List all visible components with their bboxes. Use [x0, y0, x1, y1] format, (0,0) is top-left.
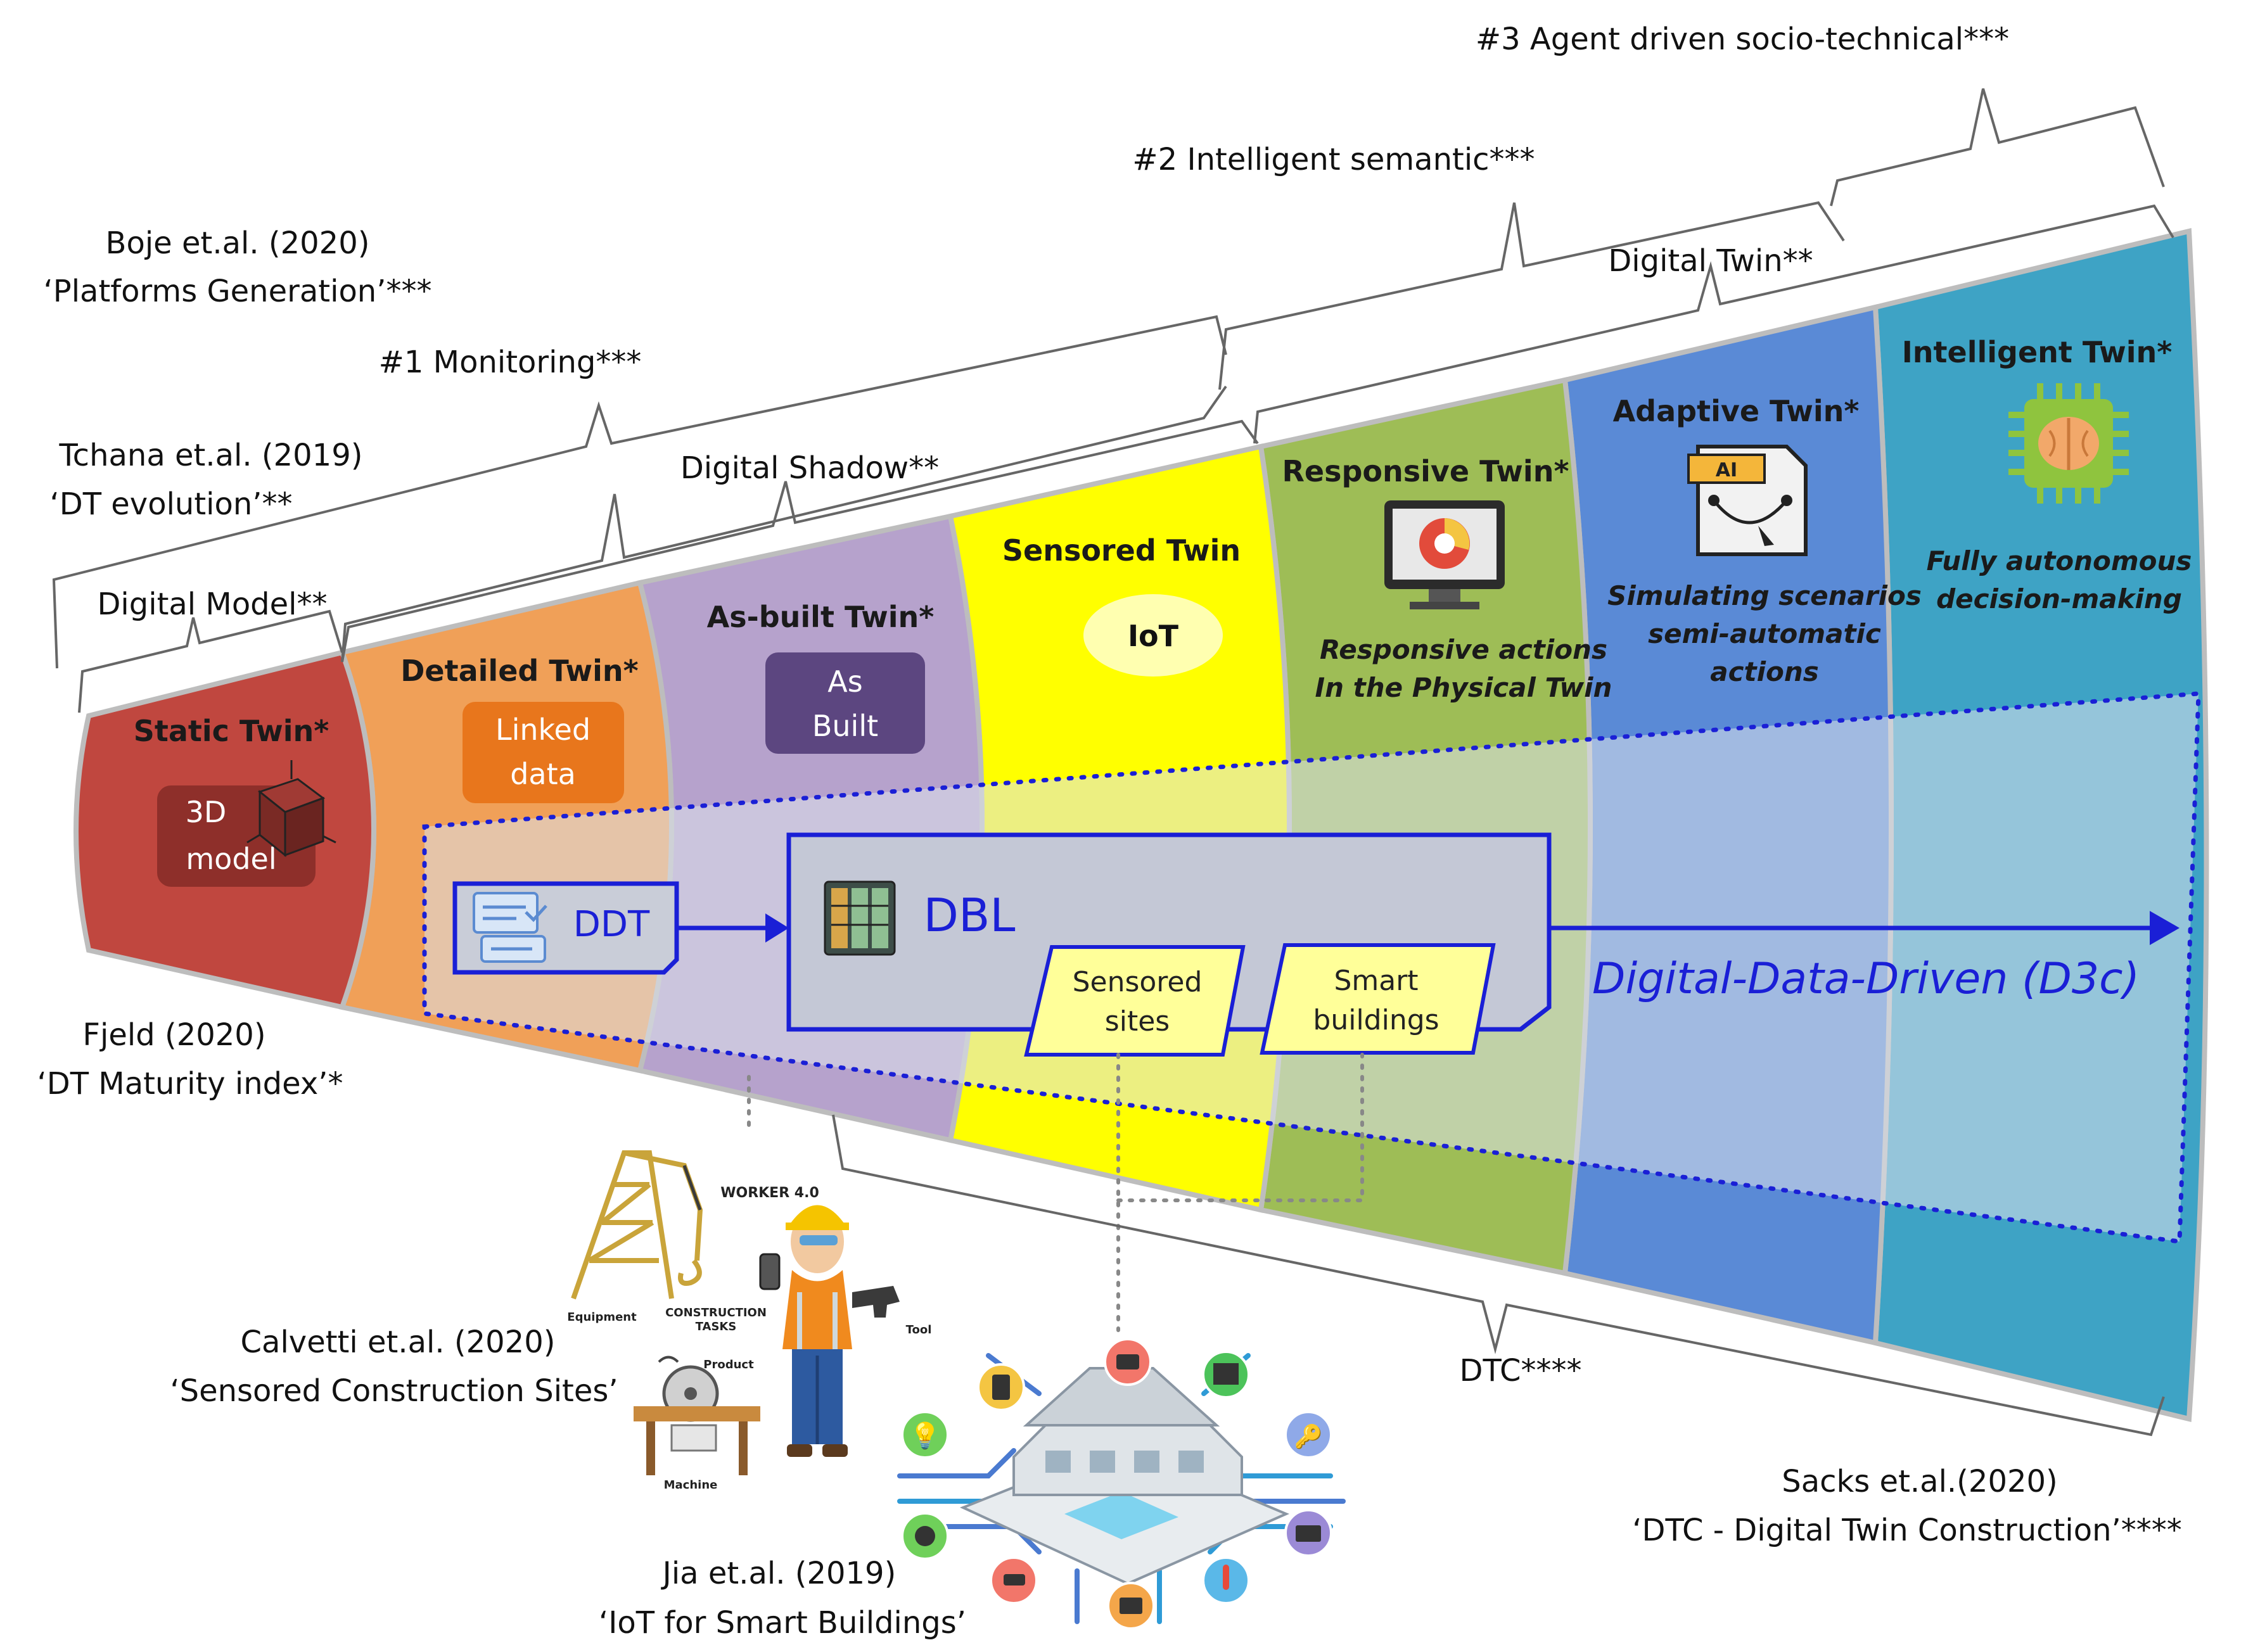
- equipment-label: Equipment: [567, 1311, 637, 1324]
- lightbulb-icon: [901, 1411, 949, 1459]
- sensored-sites-line1: Sensored: [1073, 966, 1203, 998]
- stage-title-sensored: Sensored Twin: [1002, 533, 1241, 568]
- brace-agent-driven: [1830, 88, 2165, 206]
- smart-buildings-box: Smart buildings: [1260, 943, 1496, 1055]
- ref-jia-line1: Jia et.al. (2019): [661, 1556, 897, 1591]
- server-rack-icon: [824, 880, 896, 956]
- stage-title-responsive: Responsive Twin*: [1282, 454, 1569, 488]
- label-dtc: DTC****: [1460, 1353, 1582, 1388]
- as-built-line1: As: [827, 664, 862, 699]
- construction-site-illustration: Equipment WORKER 4.0 CONSTRUCTION TASKS …: [567, 1150, 932, 1492]
- arrow-d3c-head: [2150, 911, 2180, 945]
- ai-tag-label: AI: [1716, 459, 1737, 481]
- crane-icon: [571, 1150, 703, 1300]
- machine-saw-icon: [634, 1356, 760, 1475]
- smart-buildings-line2: buildings: [1313, 1004, 1439, 1036]
- adaptive-desc-line1: Simulating scenarios: [1607, 580, 1922, 611]
- brace-dtc: [832, 1114, 2165, 1437]
- ref-fjeld-line1: Fjeld (2020): [82, 1017, 265, 1053]
- label-intelligent-semantic: #2 Intelligent semantic***: [1132, 142, 1535, 177]
- smart-building-illustration: 💡 🔑: [897, 1338, 1346, 1630]
- ddt-label: DDT: [573, 904, 650, 945]
- svg-text:💡: 💡: [909, 1421, 941, 1451]
- stage-title-as-built: As-built Twin*: [707, 600, 935, 634]
- worker-label: WORKER 4.0: [720, 1185, 819, 1201]
- ref-jia-line2: ‘IoT for Smart Buildings’: [599, 1605, 966, 1641]
- label-digital-twin: Digital Twin**: [1608, 243, 1813, 279]
- ref-boje-line1: Boje et.al. (2020): [106, 226, 370, 261]
- linked-data-line2: data: [510, 757, 576, 791]
- ref-fjeld-line2: ‘DT Maturity index’*: [37, 1066, 343, 1102]
- static-box-line2: model: [186, 842, 276, 876]
- ddt-document-icon: [473, 892, 547, 963]
- worker-icon: [759, 1205, 900, 1457]
- ref-tchana-line2: ‘DT evolution’**: [49, 486, 292, 522]
- ref-calvetti-line1: Calvetti et.al. (2020): [241, 1325, 556, 1360]
- ref-sacks-line1: Sacks et.al.(2020): [1782, 1464, 2058, 1499]
- ref-boje-line2: ‘Platforms Generation’***: [44, 274, 432, 309]
- iot-devices: 💡 🔑: [901, 1338, 1332, 1630]
- product-label: Product: [703, 1358, 754, 1371]
- ref-sacks-line2: ‘DTC - Digital Twin Construction’****: [1632, 1513, 2182, 1548]
- linked-data-line1: Linked: [495, 713, 590, 747]
- cube-3d-icon: [246, 760, 336, 858]
- label-monitoring: #1 Monitoring***: [379, 345, 642, 380]
- machine-label: Machine: [664, 1478, 718, 1492]
- adaptive-desc-line2: semi-automatic: [1648, 618, 1881, 649]
- brace-monitoring: [341, 385, 1227, 663]
- adaptive-desc-line3: actions: [1710, 656, 1818, 687]
- tool-label: Tool: [906, 1323, 932, 1337]
- stage-title-detailed: Detailed Twin*: [400, 654, 638, 688]
- brace-digital-shadow: [341, 419, 1259, 663]
- smart-buildings-line1: Smart: [1334, 965, 1418, 997]
- label-digital-model: Digital Model**: [97, 587, 327, 622]
- responsive-desc-line2: In the Physical Twin: [1315, 672, 1612, 703]
- arrow-ddt-to-dbl-head: [765, 913, 789, 943]
- dotted-connectors: [747, 1053, 1364, 1332]
- iot-ellipse: [1083, 594, 1223, 677]
- dbl-label: DBL: [924, 889, 1016, 942]
- sensored-sites-box: Sensored sites: [1024, 945, 1246, 1057]
- intelligent-desc-line1: Fully autonomous: [1927, 545, 2192, 576]
- brace-digital-model: [78, 609, 343, 713]
- sensored-sites-line2: sites: [1105, 1005, 1170, 1038]
- d3c-label: Digital-Data-Driven (D3c): [1592, 954, 2140, 1004]
- braces: [52, 88, 2174, 1437]
- construction-tasks-line1: CONSTRUCTION: [665, 1306, 767, 1319]
- ddt-box: DDT: [452, 881, 679, 975]
- stage-title-intelligent: Intelligent Twin*: [1902, 335, 2173, 369]
- ai-document-icon: AI: [1687, 445, 1808, 556]
- construction-tasks-line2: TASKS: [696, 1320, 737, 1333]
- iot-label: IoT: [1128, 619, 1179, 653]
- ref-tchana-line1: Tchana et.al. (2019): [59, 438, 363, 473]
- stage-title-static: Static Twin*: [134, 714, 329, 748]
- linked-data-box: [463, 702, 624, 803]
- monitor-chart-icon: [1384, 500, 1505, 609]
- key-icon: [1284, 1411, 1332, 1459]
- static-box-line1: 3D: [186, 795, 227, 829]
- intelligent-desc-line2: decision-making: [1936, 583, 2182, 614]
- as-built-line2: Built: [812, 709, 878, 743]
- brace-outer-left: [52, 315, 1227, 669]
- label-agent-driven: #3 Agent driven socio-technical***: [1476, 22, 2009, 57]
- responsive-desc-line1: Responsive actions: [1320, 634, 1607, 665]
- label-digital-shadow: Digital Shadow**: [680, 450, 939, 486]
- ref-calvetti-line2: ‘Sensored Construction Sites’: [170, 1373, 618, 1409]
- svg-text:🔑: 🔑: [1294, 1423, 1323, 1450]
- stage-title-adaptive: Adaptive Twin*: [1613, 394, 1860, 428]
- brace-digital-twin: [1253, 204, 2174, 444]
- brace-intelligent-semantic: [1218, 201, 1845, 390]
- ai-brain-chip-icon: [2008, 383, 2129, 504]
- as-built-box: [765, 652, 925, 754]
